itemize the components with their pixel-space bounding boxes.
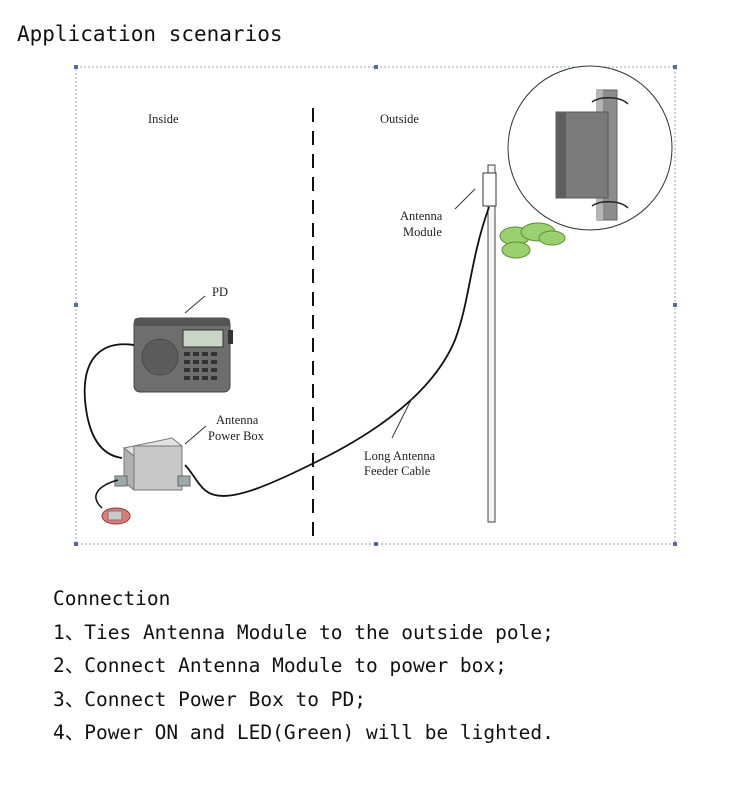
installation-diagram: Inside Outside Antenna Module Long Anten… [74,65,677,546]
power-box-icon [114,437,191,492]
pd-radio-icon [133,317,233,393]
connection-step-4: 4、Power ON and LED(Green) will be lighte… [53,721,554,744]
page-title: Application scenarios [17,22,283,46]
plug-cable [95,479,119,509]
feeder-cable [184,206,490,497]
pd-label: PD [212,285,228,299]
connection-heading: Connection [53,587,171,610]
antenna-module [482,172,497,207]
connection-step-2: 2、Connect Antenna Module to power box; [53,654,507,677]
foliage-icon [499,222,566,259]
connection-step-3: 3、Connect Power Box to PD; [53,687,366,711]
inside-label: Inside [148,112,179,126]
antenna-module-label-1: Antenna [400,209,443,223]
power-box-label-1: Antenna [216,413,259,427]
pd-cable [83,343,135,459]
outside-label: Outside [380,112,419,126]
connection-step-1: 1、Ties Antenna Module to the outside pol… [53,620,554,644]
power-box-label-2: Power Box [208,429,265,443]
connection-instructions: Connection 1、Ties Antenna Module to the … [53,582,554,750]
power-plug-icon [101,507,131,525]
cable-label-1: Long Antenna [364,449,436,463]
outside-pole [487,164,496,523]
frame-handles [74,65,677,546]
cable-label-2: Feeder Cable [364,464,431,478]
antenna-module-label-2: Module [403,225,442,239]
